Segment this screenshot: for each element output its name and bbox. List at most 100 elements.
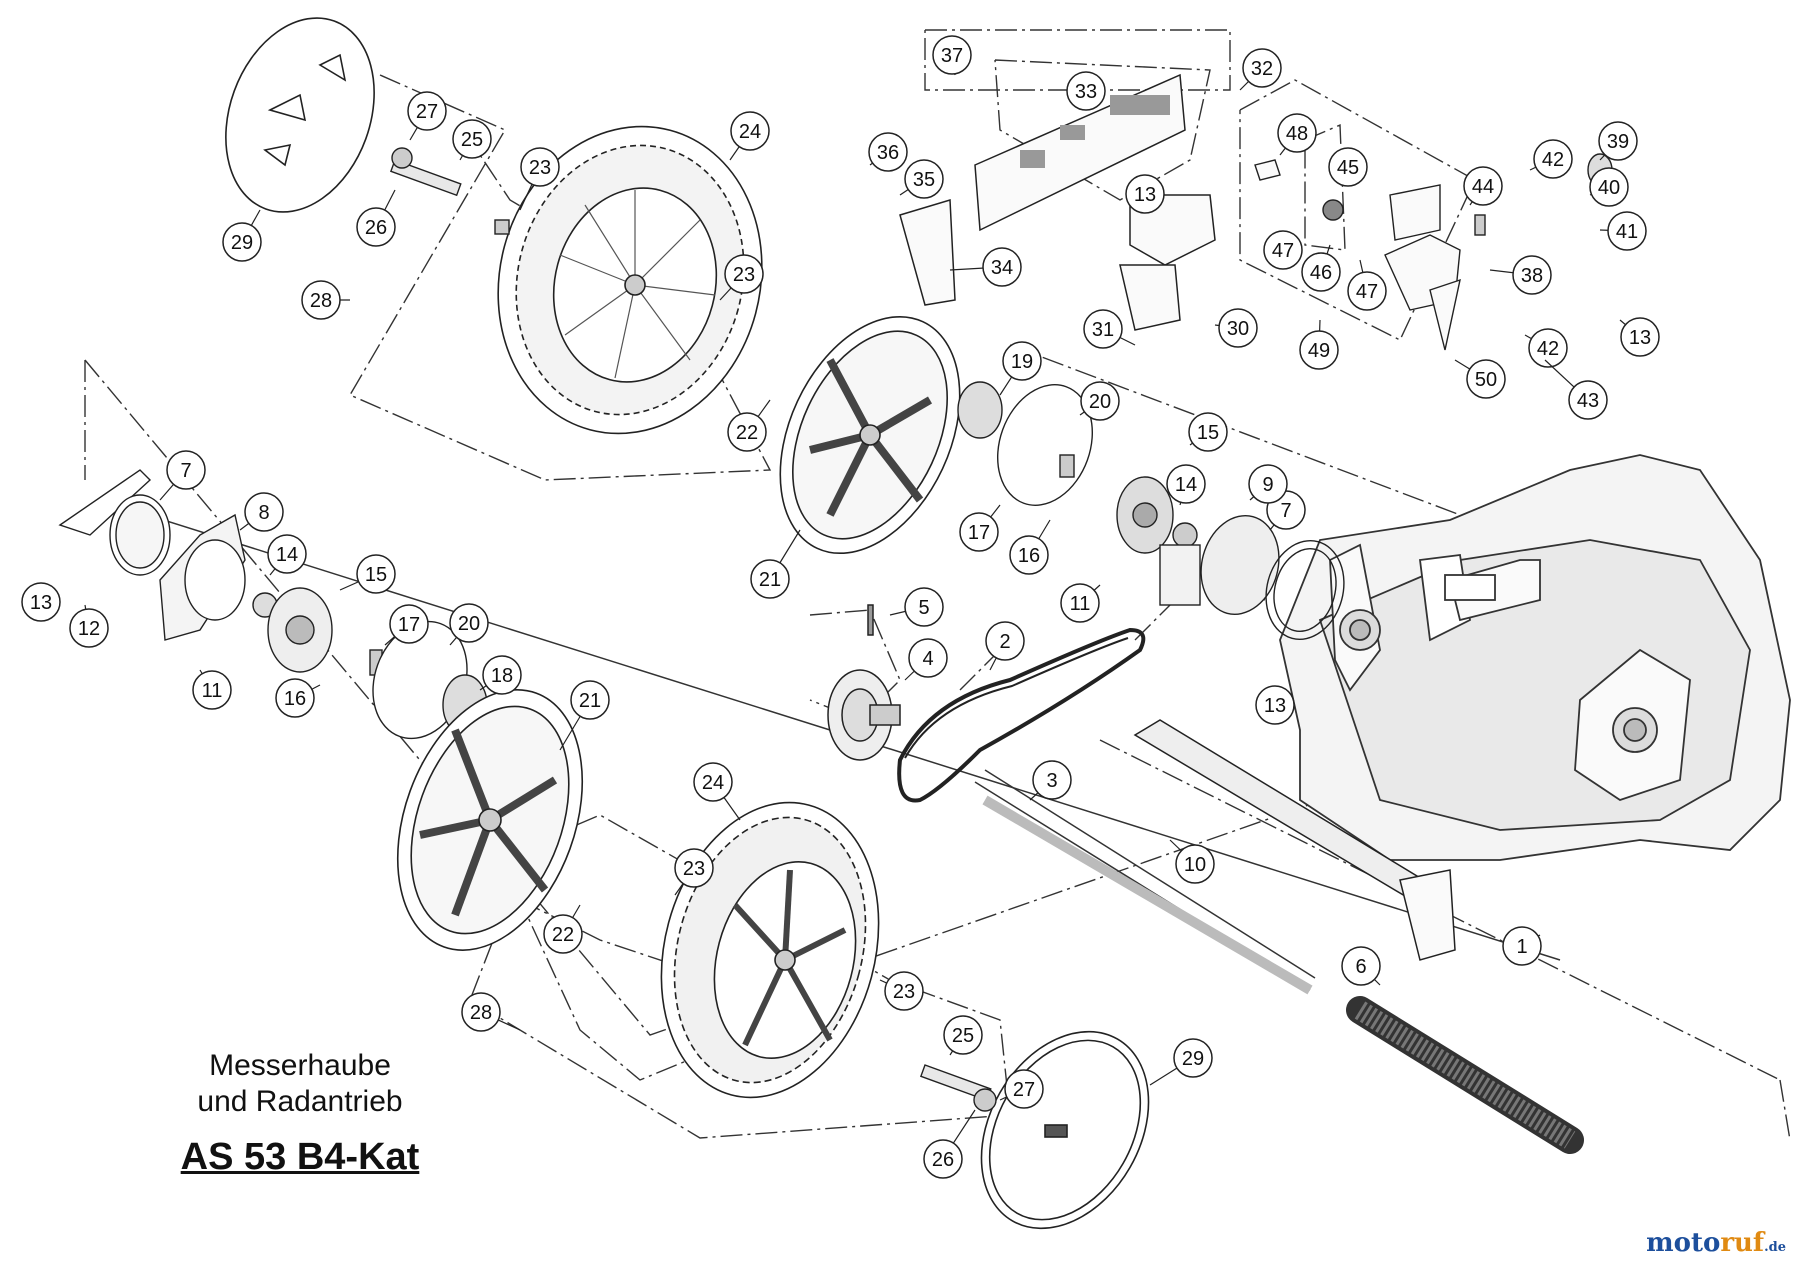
- callout-balloon: [166, 450, 206, 490]
- callout-number: 9: [1262, 474, 1273, 496]
- callout-number: 11: [202, 680, 223, 702]
- lever-parts: [1254, 153, 1613, 351]
- callout-number: 18: [491, 665, 513, 687]
- callout-number: 36: [877, 142, 899, 164]
- front-wheel-group-outline: [469, 814, 1011, 1139]
- pulley-belt: [827, 604, 1456, 995]
- callout-18: 18: [479, 655, 522, 695]
- diagram-title-line1: Messerhaube: [209, 1049, 391, 1082]
- callout-20: 20: [449, 603, 489, 646]
- callout-balloon: [452, 119, 492, 159]
- callout-34: 34: [949, 247, 1022, 287]
- callout-8: 8: [239, 492, 284, 532]
- callout-balloon: [908, 638, 948, 678]
- callout-number: 24: [739, 121, 761, 143]
- callout-balloon: [730, 111, 770, 151]
- callout-balloon: [389, 604, 429, 644]
- callout-26: 26: [923, 1109, 976, 1179]
- callout-42: 42: [1529, 139, 1573, 179]
- callout-11: 11: [1060, 583, 1101, 623]
- callout-35: 35: [899, 159, 944, 199]
- callout-number: 16: [1018, 545, 1040, 567]
- callout-balloon: [21, 582, 61, 622]
- callout-balloon: [1083, 309, 1123, 349]
- callout-number: 29: [231, 232, 253, 254]
- callout-14: 14: [1166, 464, 1206, 506]
- callout-17: 17: [384, 604, 429, 646]
- callout-21: 21: [559, 680, 610, 751]
- callout-number: 16: [284, 688, 306, 710]
- callout-balloon: [356, 207, 396, 247]
- callout-44: 44: [1463, 166, 1503, 206]
- callout-balloon: [923, 1139, 963, 1179]
- callout-balloon: [192, 670, 232, 710]
- callout-10: 10: [1169, 839, 1215, 884]
- callout-22: 22: [543, 904, 583, 954]
- callout-balloon: [724, 254, 764, 294]
- callout-balloon: [482, 655, 522, 695]
- diagram-title-line2: und Radantrieb: [197, 1085, 403, 1118]
- callout-12: 12: [69, 604, 109, 648]
- callout-number: 27: [1013, 1079, 1035, 1101]
- callout-29: 29: [1149, 1038, 1213, 1086]
- callout-number: 5: [918, 597, 929, 619]
- callout-13: 13: [1619, 317, 1660, 357]
- callout-balloon: [1080, 381, 1120, 421]
- callout-number: 31: [1092, 319, 1114, 341]
- callout-number: 15: [1197, 422, 1219, 444]
- callout-number: 23: [683, 858, 705, 880]
- callout-23: 23: [519, 147, 560, 211]
- hub-cap-29-lower: [980, 1030, 1150, 1230]
- callout-24: 24: [693, 762, 741, 821]
- callout-balloon: [1263, 230, 1303, 270]
- callout-balloon: [1242, 48, 1282, 88]
- callout-number: 13: [1264, 695, 1286, 717]
- callout-number: 12: [78, 618, 100, 640]
- callout-24: 24: [729, 111, 770, 161]
- callout-balloon: [1607, 211, 1647, 251]
- callout-number: 30: [1227, 318, 1249, 340]
- callout-number: 43: [1577, 390, 1599, 412]
- callout-number: 10: [1184, 854, 1206, 876]
- callout-balloon: [884, 971, 924, 1011]
- callout-45: 45: [1328, 147, 1368, 187]
- callout-number: 47: [1272, 240, 1294, 262]
- callout-number: 20: [458, 613, 480, 635]
- callout-balloon: [267, 534, 307, 574]
- callout-number: 13: [1629, 327, 1651, 349]
- callout-balloon: [1533, 139, 1573, 179]
- callout-number: 11: [1070, 593, 1091, 615]
- callout-15: 15: [1188, 412, 1228, 452]
- callout-number: 33: [1075, 81, 1097, 103]
- callout-number: 49: [1308, 340, 1330, 362]
- callout-balloon: [1125, 174, 1165, 214]
- callout-number: 7: [180, 460, 191, 482]
- watermark-part2: ruf: [1720, 1228, 1765, 1258]
- callout-13: 13: [1125, 174, 1165, 214]
- callout-number: 34: [991, 257, 1013, 279]
- callout-number: 19: [1011, 351, 1033, 373]
- watermark-logo: motoruf.de: [1646, 1228, 1786, 1258]
- callout-number: 26: [365, 217, 387, 239]
- callout-number: 17: [398, 614, 420, 636]
- callout-number: 6: [1355, 956, 1366, 978]
- callout-balloon: [1466, 359, 1506, 399]
- callout-balloon: [1568, 380, 1608, 420]
- callout-21: 21: [750, 529, 801, 599]
- callout-50: 50: [1454, 359, 1506, 399]
- callout-balloon: [1528, 328, 1568, 368]
- callout-23: 23: [879, 971, 924, 1011]
- diagram-title-block: Messerhaube und Radantrieb AS 53 B4-Kat: [150, 1048, 450, 1179]
- callout-number: 26: [932, 1149, 954, 1171]
- deck-housing: [1279, 454, 1791, 861]
- callout-balloon: [1277, 113, 1317, 153]
- callout-7: 7: [159, 450, 206, 501]
- callout-number: 45: [1337, 157, 1359, 179]
- callout-41: 41: [1599, 211, 1647, 251]
- callout-balloon: [570, 680, 610, 720]
- callout-32: 32: [1239, 48, 1282, 91]
- callout-number: 2: [999, 631, 1010, 653]
- callout-balloon: [1166, 464, 1206, 504]
- callout-balloon: [1032, 760, 1072, 800]
